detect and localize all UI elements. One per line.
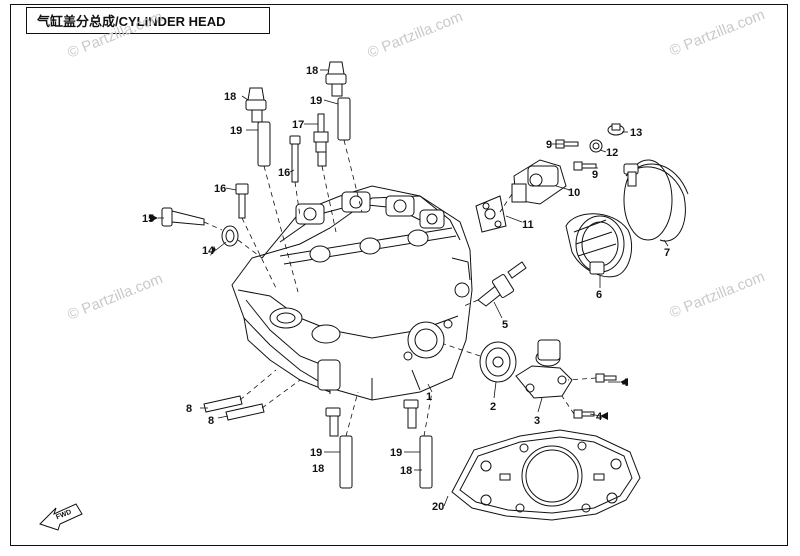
callout-4: 4 xyxy=(622,377,629,389)
callout-14: 14 xyxy=(202,245,215,257)
head-gasket xyxy=(451,429,641,521)
callout-19d: 19 xyxy=(390,447,402,459)
callout-19: 19 xyxy=(230,125,242,137)
callout-4b: 4 xyxy=(596,411,603,423)
callout-15: 15 xyxy=(142,213,154,225)
watermark: © Partzilla.com xyxy=(65,8,165,62)
head-bolt-top-right xyxy=(325,61,363,213)
callout-13: 13 xyxy=(630,127,642,139)
callout-11: 11 xyxy=(522,219,534,231)
cylinder-head-body xyxy=(231,185,473,401)
spark-plug xyxy=(313,113,337,233)
callout-2: 2 xyxy=(490,401,496,413)
long-bolt-16 xyxy=(235,183,277,289)
callout-17: 17 xyxy=(292,119,304,131)
leader-lines xyxy=(158,69,669,507)
cam-chain-tensioner xyxy=(499,159,567,213)
temperature-sensor xyxy=(463,261,527,307)
thermostat xyxy=(443,341,517,383)
callout-19b: 19 xyxy=(310,95,322,107)
watermark: © Partzilla.com xyxy=(365,8,465,62)
callout-1: 1 xyxy=(426,391,432,403)
callout-10: 10 xyxy=(568,187,580,199)
lower-bolt-right xyxy=(403,391,433,489)
callout-7: 7 xyxy=(664,247,670,259)
small-bolt-16-upper xyxy=(289,135,301,217)
callout-3: 3 xyxy=(534,415,540,427)
watermark: © Partzilla.com xyxy=(667,6,767,60)
sealing-washer-12 xyxy=(589,139,603,153)
intake-boot xyxy=(565,213,632,278)
water-outlet xyxy=(515,339,573,399)
callout-9: 9 xyxy=(546,139,552,151)
callout-18: 18 xyxy=(224,91,236,103)
hose-clamp xyxy=(623,159,689,242)
dowel-pins xyxy=(203,369,301,421)
callout-5: 5 xyxy=(502,319,508,331)
lower-bolt-left xyxy=(325,391,359,489)
callout-19c: 19 xyxy=(310,447,322,459)
diagram-frame xyxy=(10,4,788,546)
diagram-title: 气缸盖分总成/CYLINDER HEAD xyxy=(37,14,226,29)
callout-16: 16 xyxy=(214,183,226,195)
watermark: © Partzilla.com xyxy=(667,268,767,322)
callout-18b: 18 xyxy=(306,65,318,77)
watermark: © Partzilla.com xyxy=(65,270,165,324)
head-bolt-top-left xyxy=(245,87,299,293)
callout-18c: 18 xyxy=(400,465,412,477)
bolt-15-washer-14 xyxy=(161,207,263,259)
callout-8: 8 xyxy=(186,403,192,415)
plug-bolt-13 xyxy=(607,123,625,136)
forward-direction-mark: FWD xyxy=(39,503,83,531)
callout-16b: 16 xyxy=(278,167,290,179)
outlet-bolts xyxy=(561,373,617,419)
callout-6: 6 xyxy=(596,289,602,301)
title-box: 气缸盖分总成/CYLINDER HEAD xyxy=(26,7,270,34)
callout-18d: 18 xyxy=(312,463,324,475)
callout-9b: 9 xyxy=(592,169,598,181)
callout-20: 20 xyxy=(432,501,444,513)
callout-12: 12 xyxy=(606,147,618,159)
tensioner-gasket xyxy=(475,195,507,233)
callout-8b: 8 xyxy=(208,415,214,427)
arrowheads xyxy=(150,214,628,420)
callouts: 1 2 3 4 4 5 6 7 8 8 9 9 10 11 12 13 14 1… xyxy=(142,65,670,513)
